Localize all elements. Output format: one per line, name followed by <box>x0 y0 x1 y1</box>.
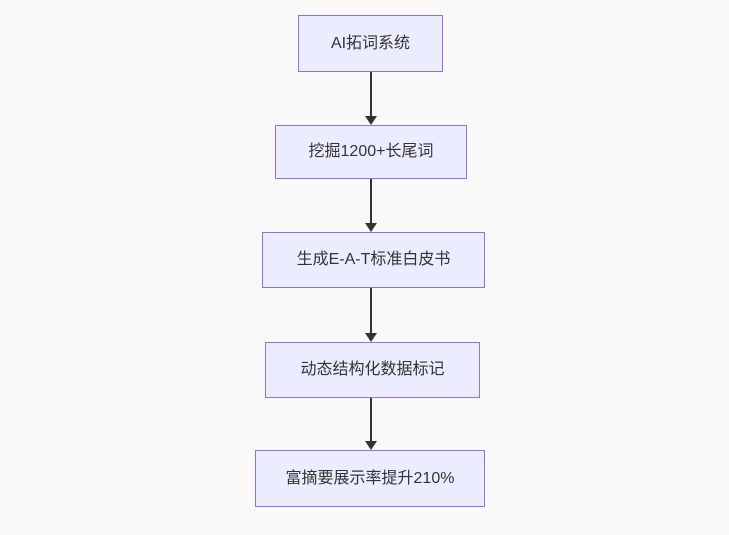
flow-node-label: 动态结构化数据标记 <box>300 361 445 378</box>
flow-arrow-1-2 <box>364 72 378 125</box>
flow-node-label: AI拓词系统 <box>330 34 411 52</box>
flow-node-rich-snippet-result: 富摘要展示率提升210% <box>255 450 485 507</box>
flow-arrow-4-5 <box>364 398 378 450</box>
arrow-line <box>370 398 372 441</box>
arrowhead-down-icon <box>365 223 377 232</box>
flow-arrow-3-4 <box>364 288 378 342</box>
flow-node-eat-whitepaper: 生成E-A-T标准白皮书 <box>262 232 485 288</box>
arrowhead-down-icon <box>365 441 377 450</box>
flow-node-label: 生成E-A-T标准白皮书 <box>296 251 451 268</box>
flow-arrow-2-3 <box>364 179 378 232</box>
arrowhead-down-icon <box>365 333 377 342</box>
flow-node-ai-system: AI拓词系统 <box>298 15 443 72</box>
arrowhead-down-icon <box>365 116 377 125</box>
flow-node-longtail-keywords: 挖掘1200+长尾词 <box>275 125 467 179</box>
flow-node-structured-data: 动态结构化数据标记 <box>265 342 480 398</box>
flow-node-label: 挖掘1200+长尾词 <box>308 143 434 160</box>
flow-node-label: 富摘要展示率提升210% <box>285 469 455 487</box>
arrow-line <box>370 288 372 333</box>
arrow-line <box>370 72 372 116</box>
arrow-line <box>370 179 372 223</box>
